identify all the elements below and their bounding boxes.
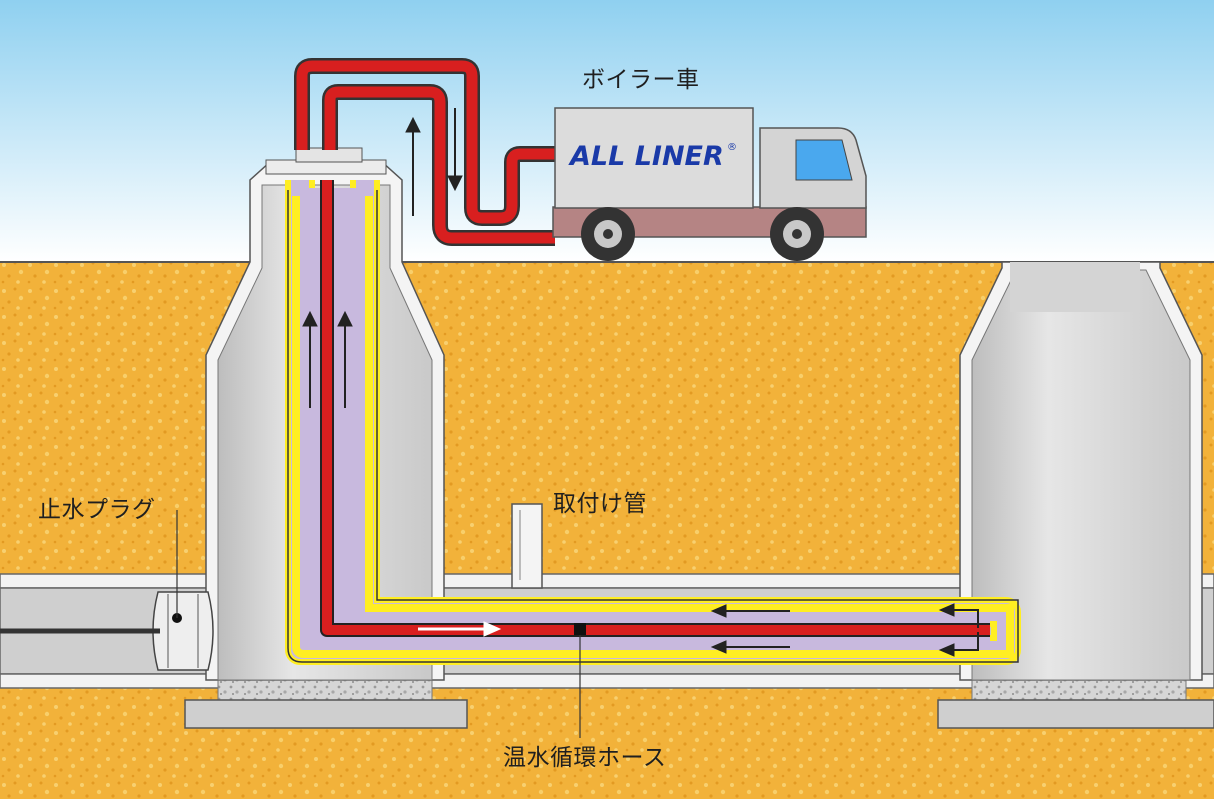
right-manhole bbox=[959, 261, 1203, 681]
lateral-pipe bbox=[511, 503, 543, 589]
base-left bbox=[184, 699, 468, 729]
base-right bbox=[937, 699, 1214, 729]
arrow-end-lower bbox=[950, 632, 979, 651]
label-boiler-truck: ボイラー車 bbox=[582, 67, 700, 93]
label-lateral-pipe: 取付け管 bbox=[553, 491, 647, 517]
arrow-forward bbox=[418, 621, 502, 637]
stop-plug bbox=[0, 510, 214, 671]
truck-logo: ALL LINER bbox=[568, 141, 724, 172]
flow-arrows bbox=[302, 108, 979, 657]
boiler-truck: ALL LINER ® bbox=[552, 107, 867, 261]
manhole-cover bbox=[295, 147, 363, 163]
label-hot-water-hose: 温水循環ホース bbox=[503, 745, 667, 771]
truck-wheel-front bbox=[770, 207, 824, 261]
hose-nozzle bbox=[574, 623, 586, 635]
truck-logo-mark: ® bbox=[727, 142, 737, 153]
hot-water-hose bbox=[294, 58, 990, 738]
truck-box bbox=[554, 107, 754, 209]
truck-wheel-rear bbox=[581, 207, 635, 261]
arrow-end-upper bbox=[950, 609, 979, 628]
label-stop-plug: 止水プラグ bbox=[38, 497, 156, 523]
truck-window bbox=[795, 139, 853, 181]
